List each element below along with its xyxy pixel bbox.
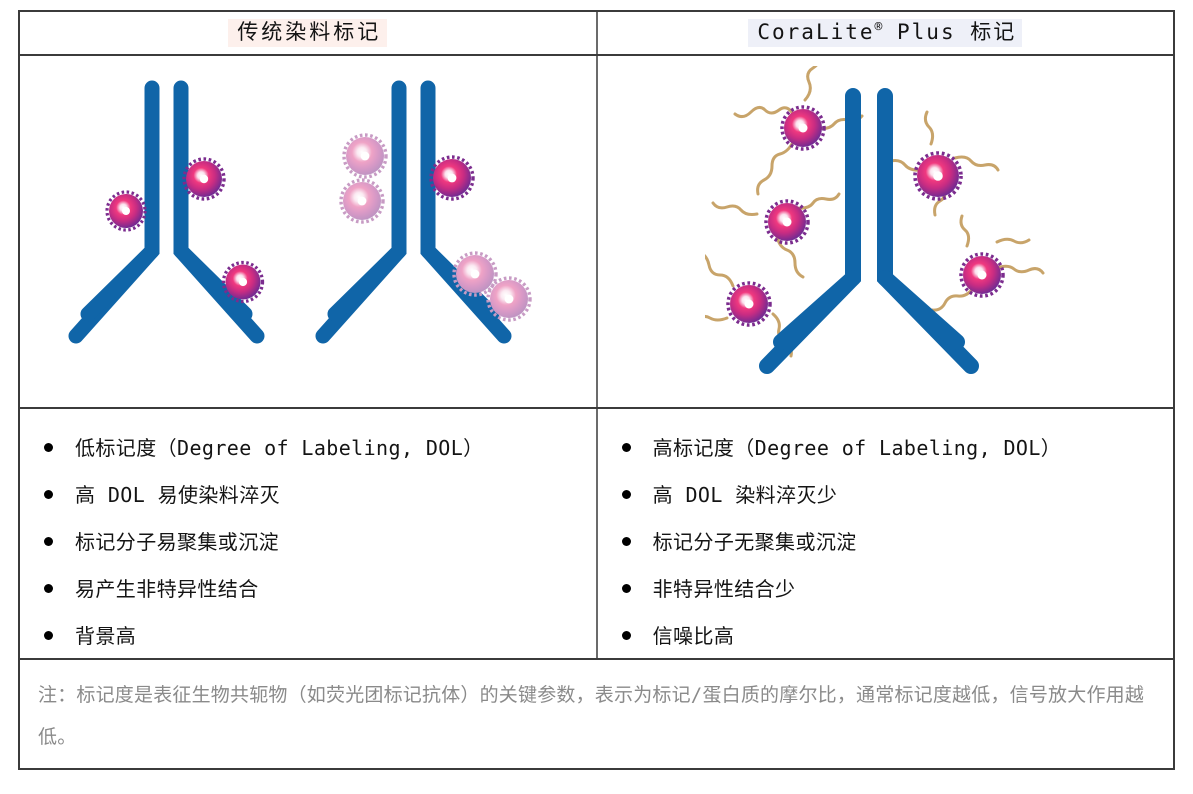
bullet-label: 低标记度（Degree of Labeling, DOL）: [75, 436, 484, 460]
bullet-label: 标记分子易聚集或沉淀: [75, 530, 279, 554]
dye-molecule-group-1: [105, 157, 264, 304]
dye-molecule-faded: [486, 276, 532, 322]
list-item: 信噪比高: [621, 613, 1163, 660]
registered-trademark-icon: ®: [874, 19, 883, 35]
bullet-dot-icon: [621, 584, 631, 593]
bullet-dot-icon: [44, 584, 53, 593]
polymer-chain: [705, 254, 735, 288]
polymer-chain: [775, 234, 805, 279]
bullet-label: 高 DOL 染料淬灭少: [652, 483, 838, 507]
dye-molecule-bright: [913, 151, 964, 202]
polymer-chain: [795, 192, 841, 210]
footnote-cell: 注：标记度是表征生物共轭物（如荧光团标记抗体）的关键参数，表示为标记/蛋白质的摩…: [20, 660, 1173, 768]
polymer-chain: [924, 110, 935, 146]
header-title-conventional: 传统染料标记: [228, 18, 388, 47]
table-header-row: 传统染料标记 CoraLite® Plus 标记: [20, 12, 1173, 56]
polymer-chain: [711, 201, 759, 217]
list-item: 高 DOL 染料淬灭少: [621, 472, 1163, 519]
dye-molecule-bright: [726, 281, 773, 328]
conventional-labeling-illustration: [68, 80, 532, 344]
list-item: 标记分子无聚集或沉淀: [621, 519, 1163, 566]
header-title-coralite-prefix: CoraLite: [757, 19, 875, 44]
list-item: 标记分子易聚集或沉淀: [44, 519, 586, 566]
figure-cell-conventional: [20, 55, 598, 407]
list-item: 易产生非特异性结合: [44, 566, 586, 613]
header-cell-coralite: CoraLite® Plus 标记: [598, 12, 1173, 54]
bullet-label: 标记分子无聚集或沉淀: [652, 530, 857, 554]
list-item: 高标记度（Degree of Labeling, DOL）: [621, 425, 1163, 472]
dye-molecule-faded: [339, 178, 385, 224]
bullet-label: 非特异性结合少: [652, 577, 796, 601]
dye-molecule-faded: [452, 251, 498, 297]
polymer-chain: [995, 265, 1045, 275]
bullet-label: 高 DOL 易使染料淬灭: [75, 483, 281, 507]
bullets-cell-conventional: 低标记度（Degree of Labeling, DOL） 高 DOL 易使染料…: [20, 409, 598, 658]
header-cell-conventional: 传统染料标记: [20, 12, 598, 54]
polymer-chain: [889, 159, 923, 172]
dye-molecule-faded: [342, 133, 388, 179]
dye-molecule-bright: [221, 261, 264, 304]
antibody-glyph-1: [68, 80, 265, 344]
polymer-chain: [705, 315, 729, 322]
list-item: 非特异性结合少: [621, 566, 1163, 613]
dye-molecule-bright: [764, 199, 811, 246]
polymer-chain: [930, 286, 975, 312]
polymer-chain: [959, 214, 971, 248]
list-item: 高 DOL 易使染料淬灭: [44, 472, 586, 519]
polymer-chain: [756, 140, 795, 196]
bullet-dot-icon: [621, 490, 631, 499]
table-bullets-row: 低标记度（Degree of Labeling, DOL） 高 DOL 易使染料…: [20, 409, 1173, 660]
dye-molecule-bright: [105, 190, 147, 232]
bullet-label: 高标记度（Degree of Labeling, DOL）: [652, 436, 1062, 460]
dye-molecule-bright: [429, 155, 475, 201]
bullet-dot-icon: [44, 443, 53, 452]
bullet-dot-icon: [44, 490, 53, 499]
dye-molecule-group-2: [339, 133, 532, 322]
polymer-chain: [953, 155, 1000, 172]
table-note-row: 注：标记度是表征生物共轭物（如荧光团标记抗体）的关键参数，表示为标记/蛋白质的摩…: [20, 660, 1173, 768]
header-title-coralite-suffix: Plus 标记: [882, 19, 1017, 44]
bullet-label: 背景高: [75, 624, 137, 648]
dye-molecule-bright: [780, 105, 827, 152]
footnote-text: 注：标记度是表征生物共轭物（如荧光团标记抗体）的关键参数，表示为标记/蛋白质的摩…: [38, 684, 1145, 748]
figure-cell-coralite: [598, 56, 1173, 407]
bullet-dot-icon: [621, 537, 631, 546]
antibody-glyph-coralite: [759, 88, 980, 375]
bullet-dot-icon: [621, 443, 631, 452]
dye-molecule-bright: [182, 157, 226, 201]
bullet-dot-icon: [44, 631, 53, 640]
list-item: 低标记度（Degree of Labeling, DOL）: [44, 425, 586, 472]
antibody-glyph-2: [315, 80, 512, 344]
bullets-cell-coralite: 高标记度（Degree of Labeling, DOL） 高 DOL 染料淬灭…: [598, 409, 1173, 658]
comparison-table: 传统染料标记 CoraLite® Plus 标记: [18, 10, 1175, 770]
bullet-label: 信噪比高: [652, 624, 735, 648]
header-title-coralite: CoraLite® Plus 标记: [748, 18, 1023, 47]
coralite-plus-labeling-illustration: [705, 66, 1045, 375]
polymer-chain: [803, 66, 819, 102]
polymer-chain: [995, 238, 1031, 245]
bullet-label: 易产生非特异性结合: [75, 577, 259, 601]
list-item: 背景高: [44, 613, 586, 660]
dye-molecule-bright: [959, 252, 1006, 299]
dye-molecule-group-coralite: [726, 105, 1006, 328]
bullet-dot-icon: [44, 537, 53, 546]
polymer-chain: [733, 106, 795, 119]
table-figure-row: [20, 55, 1173, 409]
bullet-dot-icon: [621, 631, 631, 640]
